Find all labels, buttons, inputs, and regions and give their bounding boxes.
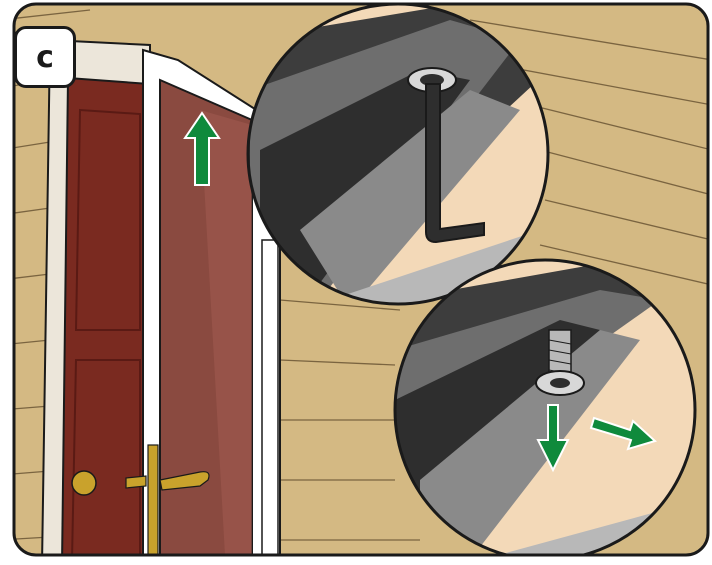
storm-door-hinge-rail [262, 240, 278, 565]
step-label: c [14, 26, 76, 88]
door-knob [72, 471, 96, 495]
storm-door-handle-plate [148, 445, 158, 555]
storm-door-inside-handle [126, 476, 146, 488]
